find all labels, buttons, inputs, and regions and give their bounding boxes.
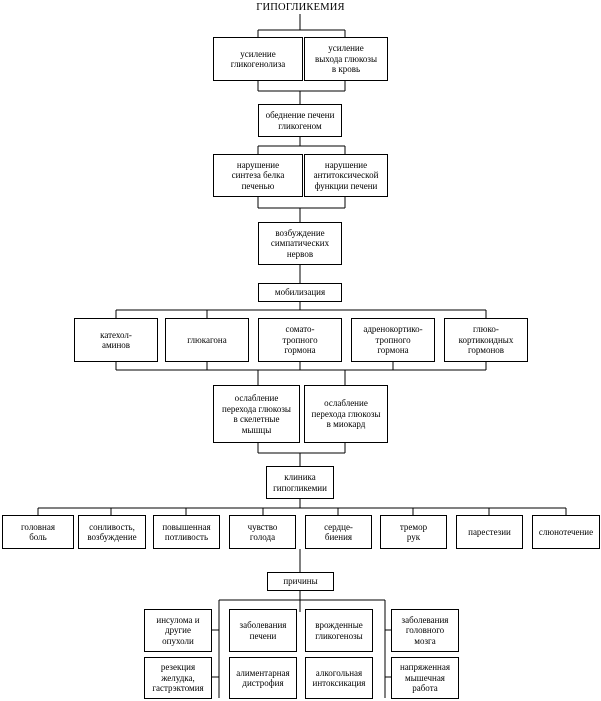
box-protein-synthesis: нарушение синтеза белка печенью [213,154,303,197]
box-symptom-tremor: тремор рук [380,515,447,549]
box-symptom-palpitations: сердце- биения [305,515,372,549]
box-cause-brain-disease: заболевания головного мозга [391,609,459,652]
box-symptom-headache: головная боль [2,515,74,549]
box-hormone-glucocorticoids: глюко- кортикоидных гормонов [444,318,528,362]
box-hormone-catecholamines: катехол- аминов [74,318,158,362]
box-cause-insuloma: инсулома и другие опухоли [144,609,212,652]
box-sympathetic-excitation: возбуждение симпатических нервов [258,222,342,265]
box-glucose-output: усиление выхода глюкозы в кровь [304,37,388,81]
box-hormone-somatotropic: сомато- тропного гормона [258,318,342,362]
box-symptom-paresthesia: парестезии [456,515,523,549]
box-cause-glycogenoses: врожденные гликогенозы [305,609,373,652]
box-cause-gastric-resection: резекция желудка, гастрэктомия [144,657,212,699]
box-cause-alcohol-intoxication: алкогольная интоксикация [305,657,373,699]
box-skeletal-muscle-transfer: ослабление перехода глюкозы в скелетные … [213,385,300,443]
box-cause-alimentary-dystrophy: алиментарная дистрофия [229,657,297,699]
box-cause-liver-disease: заболевания печени [229,609,297,652]
box-cause-muscle-work: напряженная мышечная работа [391,657,459,699]
box-hormone-acth: адренокортико- тропного гормона [351,318,435,362]
box-causes: причины [267,572,334,591]
box-symptom-sweating: повышенная потливость [153,515,220,549]
diagram-title: ГИПОГЛИКЕМИЯ [256,2,345,13]
box-symptom-drowsiness: сонливость, возбуждение [78,515,146,549]
box-hormone-glucagon: глюкагона [165,318,249,362]
box-glycogenolysis: усиление гликогенолиза [213,37,303,81]
box-antitoxic-function: нарушение антитоксической функции печени [304,154,388,197]
box-liver-glycogen-depletion: обеднение печени гликогеном [258,104,342,137]
box-myocardium-transfer: ослабление перехода глюкозы в миокард [304,385,388,443]
box-mobilization: мобилизация [258,283,342,302]
box-symptom-hunger: чувство голода [229,515,296,549]
box-symptom-salivation: слюнотечение [532,515,600,549]
box-clinic: клиника гипогликемии [266,466,334,499]
